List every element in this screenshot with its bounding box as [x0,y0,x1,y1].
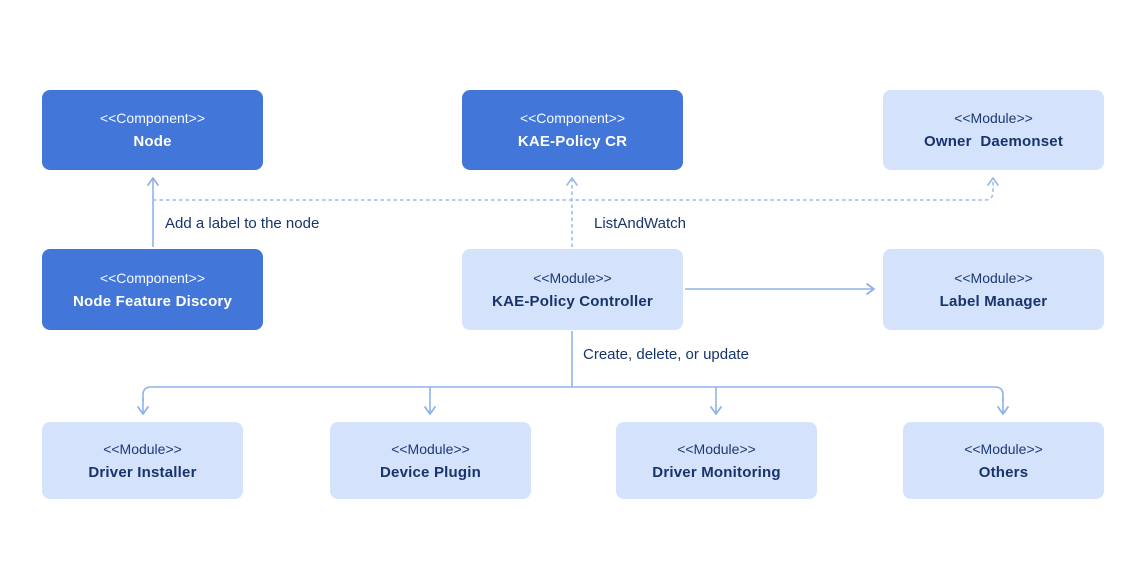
driver-installer-stereotype: <<Module>> [103,440,182,457]
device-plugin-title: Device Plugin [380,463,481,481]
kae-policy-controller-title: KAE-Policy Controller [492,292,653,310]
device-plugin-box: <<Module>> Device Plugin [330,422,531,499]
edge-label-create-delete-update: Create, delete, or update [583,346,749,363]
node-feature-discory-box: <<Component>> Node Feature Discory [42,249,263,330]
others-stereotype: <<Module>> [964,440,1043,457]
kae-policy-controller-box: <<Module>> KAE-Policy Controller [462,249,683,330]
driver-monitoring-title: Driver Monitoring [652,463,781,481]
driver-monitoring-stereotype: <<Module>> [677,440,756,457]
node-feature-discory-title: Node Feature Discory [72,292,233,310]
driver-installer-box: <<Module>> Driver Installer [42,422,243,499]
edge-label-list-and-watch: ListAndWatch [594,215,686,232]
owner-daemonset-box: <<Module>> Owner Daemonset [883,90,1104,170]
label-manager-box: <<Module>> Label Manager [883,249,1104,330]
driver-monitoring-box: <<Module>> Driver Monitoring [616,422,817,499]
driver-installer-title: Driver Installer [88,463,197,481]
owner-daemonset-title: Owner Daemonset [923,133,1064,150]
owner-daemonset-stereotype: <<Module>> [954,110,1033,126]
others-title: Others [978,463,1029,481]
label-manager-title: Label Manager [939,292,1048,310]
kae-policy-cr-title: KAE-Policy CR [517,133,628,150]
edge-branch-rail [142,386,1004,402]
edge-label-add-label: Add a label to the node [165,215,320,232]
edge-to-owner-daemonset [153,177,999,201]
node-box: <<Component>> Node [42,90,263,170]
kae-policy-cr-stereotype: <<Component>> [519,110,626,126]
node-feature-discory-stereotype: <<Component>> [99,269,206,286]
node-stereotype: <<Component>> [99,110,206,126]
node-title: Node [133,133,172,150]
kae-policy-cr-box: <<Component>> KAE-Policy CR [462,90,683,170]
others-box: <<Module>> Others [903,422,1104,499]
label-manager-stereotype: <<Module>> [954,269,1033,286]
kae-policy-controller-stereotype: <<Module>> [533,269,612,286]
device-plugin-stereotype: <<Module>> [391,440,470,457]
